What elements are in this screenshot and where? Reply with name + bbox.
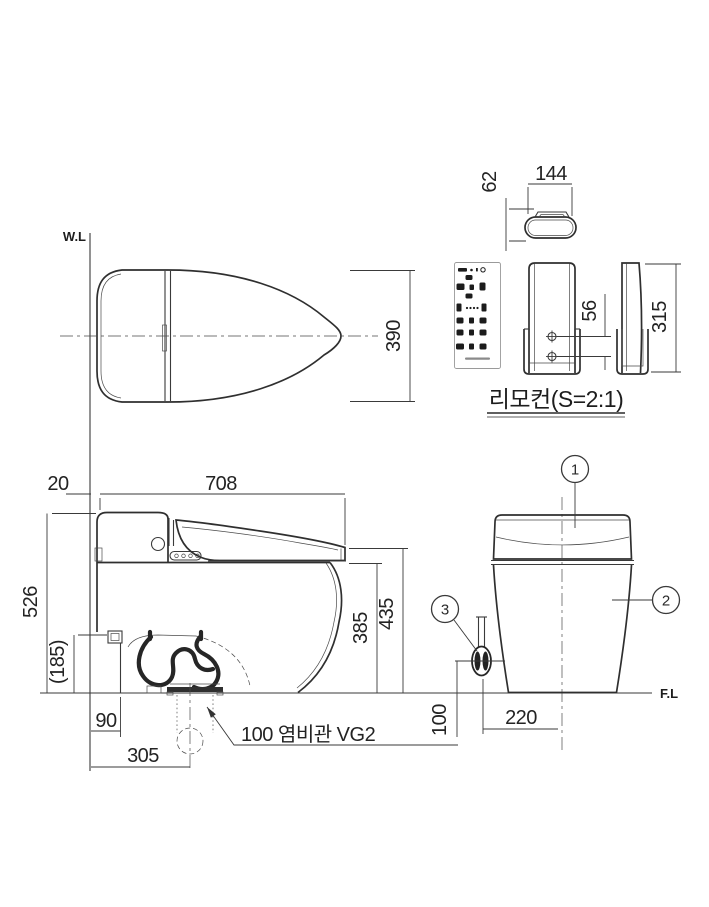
flange-tab bbox=[216, 691, 224, 696]
remote-buttons-icon bbox=[456, 267, 490, 360]
dim-supply-height-text: (185) bbox=[47, 640, 69, 684]
dim-remote-thickness-text: 62 bbox=[479, 171, 501, 193]
plan-view: 390 bbox=[60, 269, 415, 403]
front-lid-outline bbox=[492, 514, 633, 560]
drain-note-text: 100 염비관 VG2 bbox=[241, 723, 376, 746]
floor-line-label: F.L bbox=[660, 686, 678, 701]
trapway-curve-1 bbox=[136, 634, 216, 688]
dim-overall-length-text: 708 bbox=[205, 473, 237, 495]
remote-caption-text: 리모컨(S=2:1) bbox=[489, 386, 624, 412]
remote-holder-side-view: 315 bbox=[616, 262, 681, 375]
side-foot bbox=[146, 685, 162, 694]
side-supply-fitting bbox=[107, 630, 123, 644]
side-supply-fitting-inner bbox=[110, 633, 120, 641]
holder-side-outline bbox=[616, 329, 649, 375]
dim-rear-offset-text: 90 bbox=[95, 710, 117, 732]
remote-front-outline bbox=[528, 262, 576, 373]
front-body-outline bbox=[492, 564, 633, 694]
flange-tab bbox=[166, 691, 174, 696]
remote-face-outline bbox=[454, 262, 501, 369]
side-unit-button bbox=[150, 536, 166, 552]
remote-section-tab bbox=[534, 211, 570, 218]
dim-overall-height-text: 526 bbox=[20, 586, 42, 618]
brand-script-mark bbox=[465, 357, 490, 360]
dim-valve-offset-text: 220 bbox=[505, 707, 537, 729]
front-lid-curve bbox=[495, 536, 630, 546]
side-body-front-inner bbox=[296, 562, 337, 689]
dim-remote-height-text: 315 bbox=[649, 301, 671, 333]
remote-section-inner bbox=[527, 219, 574, 236]
front-view: 1 2 3 100 220 bbox=[429, 454, 681, 752]
side-body-front bbox=[297, 561, 343, 694]
drain-flange bbox=[167, 687, 223, 692]
drain-note-leader: 100 염비관 VG2 bbox=[206, 706, 458, 746]
remote-section-tab-inner bbox=[538, 214, 566, 218]
mount-hole-icon bbox=[546, 330, 558, 343]
slot-hole bbox=[181, 553, 186, 558]
side-bowl-hump bbox=[127, 634, 197, 648]
side-rear-fitting bbox=[94, 547, 103, 562]
remote-side-outline bbox=[621, 262, 643, 374]
side-lid-seam bbox=[181, 526, 339, 551]
holder-front-outline bbox=[523, 329, 581, 375]
side-vent-slot bbox=[169, 550, 202, 561]
dim-bowl-width-text: 390 bbox=[383, 320, 405, 352]
side-lid-outline bbox=[175, 519, 346, 562]
water-line-label: W.L bbox=[63, 229, 86, 244]
remote-caption: 리모컨(S=2:1) bbox=[487, 386, 625, 418]
dim-wall-clearance-text: 20 bbox=[47, 473, 69, 495]
dim-hole-spacing-text: 56 bbox=[579, 300, 601, 322]
dim-valve-height-text: 100 bbox=[429, 704, 451, 736]
side-tank-outline bbox=[96, 511, 169, 563]
callout-1-number: 1 bbox=[571, 462, 579, 479]
remote-top-view: 144 62 bbox=[479, 163, 577, 251]
callout-1: 1 bbox=[560, 454, 590, 528]
dim-cover-height-text: 435 bbox=[376, 598, 398, 630]
slot-hole bbox=[174, 553, 179, 558]
remote-holder-front-view: 56 bbox=[523, 262, 611, 375]
callout-3: 3 bbox=[430, 594, 478, 652]
slot-hole bbox=[188, 553, 193, 558]
callout-2: 2 bbox=[612, 585, 681, 615]
plan-hinge-detail bbox=[162, 324, 167, 352]
dim-drain-distance-text: 305 bbox=[127, 745, 159, 767]
callout-3-number: 3 bbox=[441, 602, 449, 619]
plan-lid-outline bbox=[96, 269, 342, 403]
side-bowl-hidden bbox=[195, 635, 251, 687]
side-view: 20 708 526 (185) 385 435 90 305 100 염비관 … bbox=[20, 473, 458, 771]
dim-remote-width-text: 144 bbox=[535, 163, 567, 185]
holder-front-pocket bbox=[529, 329, 575, 364]
dim-rim-height-text: 385 bbox=[350, 612, 372, 644]
remote-section-outline bbox=[524, 216, 577, 239]
callout-2-number: 2 bbox=[662, 593, 670, 610]
leader-arrowhead bbox=[207, 707, 216, 718]
mount-hole-icon bbox=[546, 350, 558, 363]
drain-pipe-end bbox=[176, 727, 204, 755]
holder-side-pocket bbox=[621, 329, 644, 367]
remote-face-view bbox=[454, 262, 501, 369]
